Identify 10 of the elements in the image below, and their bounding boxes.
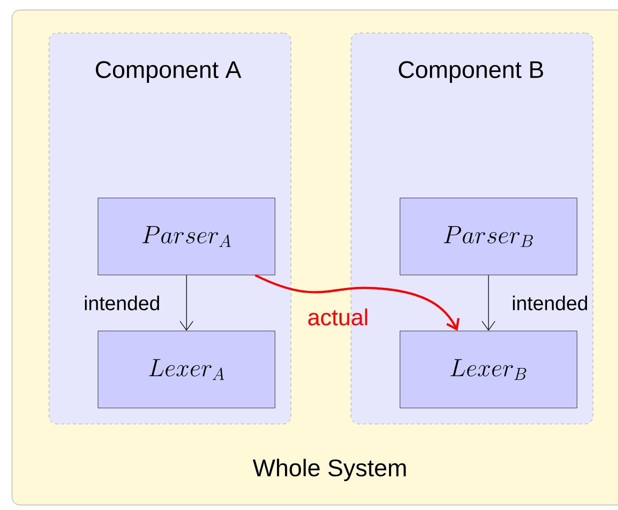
module-box: $Parser_B$	[400, 198, 578, 276]
module-box: $Parser_A$	[98, 198, 276, 276]
edge-label: intended	[84, 296, 160, 310]
arrow	[482, 274, 496, 331]
module-box: $Lexer_A$	[98, 330, 276, 408]
arrow	[180, 274, 194, 331]
module-box: $Lexer_B$	[400, 330, 578, 408]
arrow	[254, 274, 460, 331]
edge-label: intended	[512, 296, 588, 310]
edge-label: actual	[308, 308, 368, 326]
